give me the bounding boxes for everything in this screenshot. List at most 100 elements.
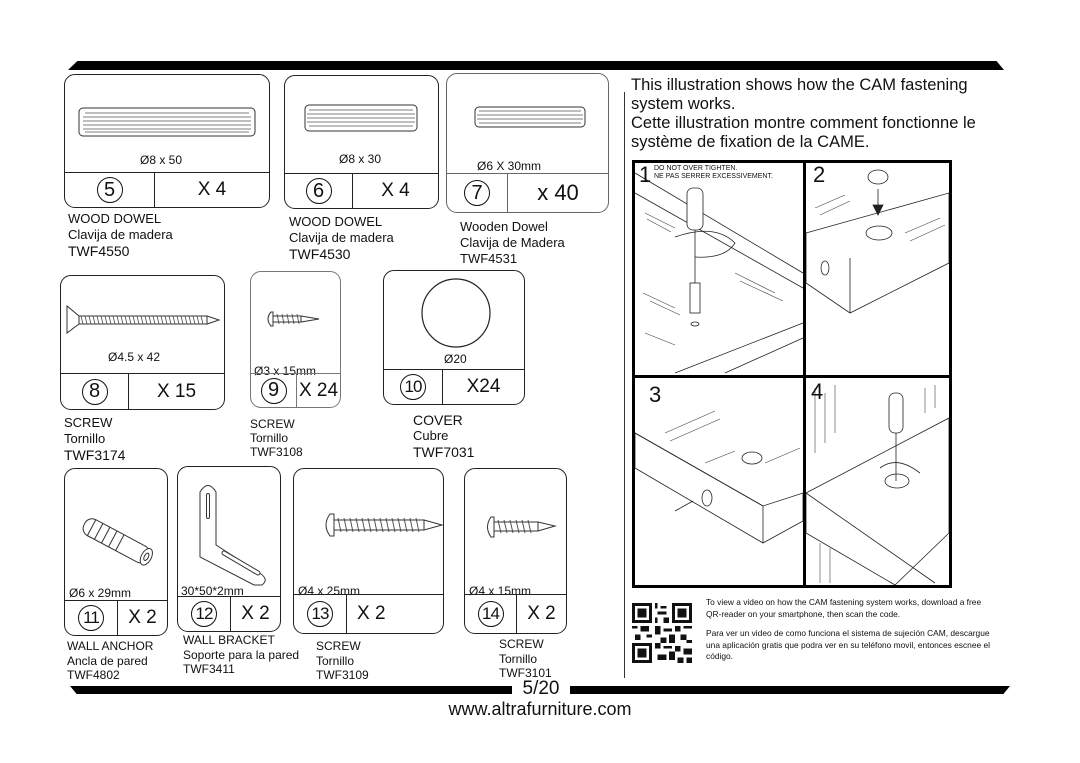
step-number-2: 2	[813, 162, 826, 187]
part-card-11: Ø6 x 29mm 11 X 2	[64, 468, 168, 636]
part-card-6: Ø8 x 30 6 X 4	[284, 75, 439, 209]
part-name-es: Clavija de madera	[68, 227, 173, 242]
part-code: TWF3108	[250, 445, 303, 459]
part-label-7: Wooden Dowel Clavija de Madera TWF4531	[460, 219, 565, 267]
part-code: TWF7031	[413, 444, 475, 460]
wood-dowel-icon	[304, 104, 418, 132]
part-name-es: Cubre	[413, 428, 449, 443]
cam-intro: This illustration shows how the CAM fast…	[631, 76, 1011, 152]
part-code: TWF3174	[64, 447, 126, 463]
part-code: TWF3101	[499, 666, 552, 680]
step-2-illustration	[805, 169, 949, 314]
website-url: www.altrafurniture.com	[448, 699, 632, 719]
part-label-5: WOOD DOWEL Clavija de madera TWF4550	[68, 211, 173, 259]
part-number-badge: 8	[81, 378, 108, 405]
step-number-3: 3	[649, 382, 662, 407]
wall-anchor-icon	[82, 518, 153, 566]
pan-head-screw-icon	[267, 311, 320, 327]
part-name-es: Tornillo	[316, 653, 355, 668]
part-label-9: SCREW Tornillo TWF3108	[250, 417, 303, 459]
part-quantity: X 2	[241, 603, 270, 624]
part-quantity: X 2	[357, 603, 386, 624]
part-name-en: Wooden Dowel	[460, 219, 548, 234]
part-name-es: Soporte para la pared	[183, 647, 300, 662]
part-label-12: WALL BRACKET Soporte para la pared TWF34…	[183, 633, 299, 677]
part-number-badge: 5	[96, 177, 123, 203]
column-divider	[624, 92, 625, 678]
part-card-9: Ø3 x 15mm 9 X 24	[250, 271, 341, 408]
part-name-es: Tornillo	[250, 431, 289, 445]
part-size: Ø6 x 29mm	[69, 586, 132, 600]
part-quantity: X 15	[156, 380, 197, 402]
page-number: 5/20	[522, 678, 560, 699]
step-1-warning: DO NOT OVER TIGHTEN. NE PAS SERRER EXCES…	[654, 165, 773, 181]
part-name-en: SCREW	[316, 639, 361, 653]
part-quantity: X24	[466, 376, 501, 397]
part-number-badge: 7	[464, 180, 490, 206]
part-quantity: X 24	[298, 379, 339, 401]
part-code: TWF4550	[68, 243, 130, 259]
part-size: Ø3 x 15mm	[254, 364, 317, 378]
steps-vertical-divider	[803, 163, 806, 585]
part-name-es: Ancla de pared	[67, 653, 148, 668]
pan-head-screw-icon	[487, 516, 557, 538]
pan-head-screw-icon	[325, 513, 443, 537]
part-code: TWF3109	[316, 668, 369, 682]
part-name-en: SCREW	[64, 415, 113, 430]
step-1-illustration	[635, 172, 804, 374]
part-size: Ø8 x 50	[140, 153, 183, 167]
part-name-es: Clavija de Madera	[460, 235, 565, 250]
part-name-en: WALL ANCHOR	[67, 639, 154, 653]
part-label-11: WALL ANCHOR Ancla de pared TWF4802	[67, 639, 153, 683]
cam-intro-fr: Cette illustration montre comment foncti…	[631, 114, 976, 151]
part-quantity: X 2	[128, 607, 157, 628]
part-code: TWF3411	[183, 662, 235, 676]
qr-instructions: To view a video on how the CAM fastening…	[706, 597, 996, 663]
wood-dowel-icon	[474, 106, 586, 128]
part-card-7: Ø6 X 30mm 7 x 40	[446, 73, 609, 213]
qr-instructions-es: Para ver un video de como funciona el si…	[706, 628, 990, 661]
part-number-badge: 14	[477, 601, 504, 627]
part-label-13: SCREW Tornillo TWF3109	[316, 639, 369, 683]
part-label-10: COVER Cubre TWF7031	[413, 412, 474, 460]
part-number-badge: 6	[305, 178, 332, 204]
part-label-8: SCREW Tornillo TWF3174	[64, 415, 125, 463]
part-number-badge: 11	[78, 605, 104, 631]
part-size: 30*50*2mm	[181, 584, 244, 598]
wood-dowel-icon	[78, 107, 256, 137]
top-border-bar	[68, 61, 1004, 70]
part-label-6: WOOD DOWEL Clavija de madera TWF4530	[289, 214, 394, 262]
part-quantity: X 4	[381, 180, 410, 201]
warning-en: DO NOT OVER TIGHTEN.	[654, 165, 738, 172]
qr-code-icon[interactable]	[632, 603, 692, 663]
part-code: TWF4530	[289, 246, 351, 262]
bottom-border-bar-left	[70, 686, 512, 694]
steps-horizontal-divider	[635, 375, 949, 378]
part-number-badge: 12	[191, 601, 217, 627]
part-card-8: Ø4.5 x 42 8 X 15	[60, 275, 225, 410]
step-number-4: 4	[811, 379, 824, 404]
part-code: TWF4802	[67, 668, 120, 682]
part-name-en: SCREW	[499, 637, 544, 651]
warning-fr: NE PAS SERRER EXCESSIVEMENT.	[654, 173, 773, 180]
part-quantity: X 4	[197, 179, 227, 200]
flat-head-screw-icon	[66, 304, 221, 334]
part-name-es: Clavija de madera	[289, 230, 394, 245]
l-bracket-icon	[199, 485, 266, 586]
part-card-12: 30*50*2mm 12 X 2	[177, 466, 281, 632]
cam-steps-grid: 1 DO NOT OVER TIGHTEN. NE PAS SERRER EXC…	[632, 160, 952, 588]
part-size: Ø20	[444, 352, 467, 366]
part-size: Ø6 X 30mm	[477, 159, 542, 173]
part-size: Ø4.5 x 42	[108, 350, 161, 364]
bottom-border-bar-right	[570, 686, 1010, 694]
part-label-14: SCREW Tornillo TWF3101	[499, 637, 552, 681]
part-card-10: Ø20 10 X24	[383, 270, 525, 405]
round-cover-icon	[421, 278, 491, 348]
part-name-es: Tornillo	[499, 651, 538, 666]
part-name-en: SCREW	[250, 417, 295, 431]
part-name-es: Tornillo	[64, 431, 106, 446]
part-card-14: Ø4 x 15mm 14 X 2	[464, 468, 567, 634]
part-name-en: COVER	[413, 412, 463, 428]
qr-instructions-en: To view a video on how the CAM fastening…	[706, 597, 982, 619]
part-name-en: WOOD DOWEL	[68, 211, 162, 226]
